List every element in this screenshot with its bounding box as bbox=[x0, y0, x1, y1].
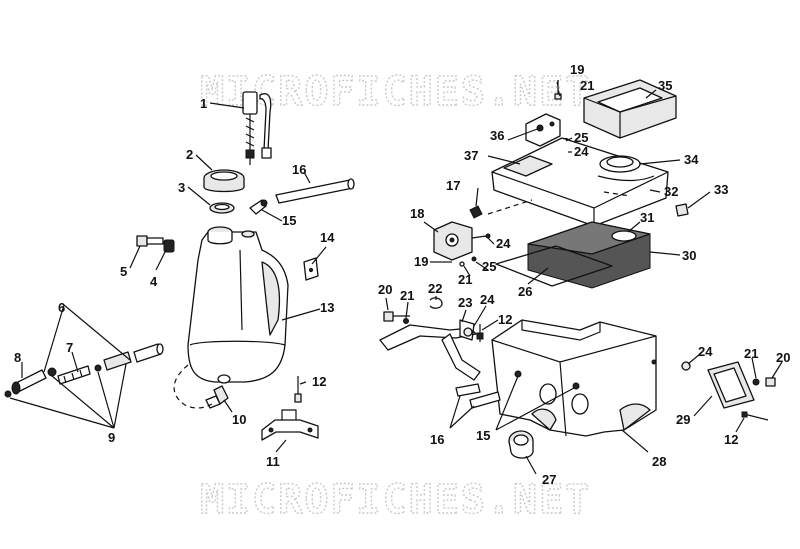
part-2-cap bbox=[203, 169, 245, 193]
part-28-airbox bbox=[491, 319, 657, 437]
callout-13: 13 bbox=[320, 300, 334, 315]
callout-37: 37 bbox=[464, 148, 478, 163]
callout-8: 8 bbox=[14, 350, 21, 365]
part-15-fitting-lower bbox=[514, 370, 580, 390]
callout-5: 5 bbox=[120, 264, 127, 279]
callout-24-c: 24 bbox=[480, 292, 495, 307]
part-20-bolt-right bbox=[765, 377, 776, 387]
leader-lines-left bbox=[9, 102, 327, 453]
callout-3: 3 bbox=[178, 180, 185, 195]
part-20-bolt-left bbox=[383, 311, 410, 322]
callout-30: 30 bbox=[682, 248, 696, 263]
part-12-screw-right bbox=[741, 411, 769, 421]
callout-6: 6 bbox=[58, 300, 65, 315]
dashed-line-lid bbox=[487, 199, 533, 215]
callout-28: 28 bbox=[652, 454, 666, 469]
callout-31: 31 bbox=[640, 210, 654, 225]
part-21-washer-valve bbox=[459, 261, 465, 267]
callout-27: 27 bbox=[542, 472, 556, 487]
part-7-filter bbox=[57, 365, 91, 385]
callout-24-a: 24 bbox=[574, 144, 589, 159]
callout-36: 36 bbox=[490, 128, 504, 143]
callout-9: 9 bbox=[108, 430, 115, 445]
callout-7: 7 bbox=[66, 340, 73, 355]
part-12-screw-tank bbox=[294, 376, 302, 403]
watermark-bottom: MICROFICHES.NET bbox=[200, 477, 591, 523]
callout-12-b: 12 bbox=[498, 312, 512, 327]
part-22-spring-clip bbox=[429, 297, 443, 309]
part-30-filter-element bbox=[527, 221, 651, 289]
leader-lines-right bbox=[385, 81, 783, 475]
callout-24-b: 24 bbox=[496, 236, 511, 251]
callout-16-a: 16 bbox=[292, 162, 306, 177]
part-5-bolt bbox=[136, 235, 164, 247]
callout-25-a: 25 bbox=[574, 130, 588, 145]
part-13-oil-tank bbox=[187, 226, 289, 384]
callout-12-c: 12 bbox=[724, 432, 738, 447]
part-3-gasket bbox=[209, 202, 235, 214]
callout-15-a: 15 bbox=[282, 213, 296, 228]
callout-23: 23 bbox=[458, 295, 472, 310]
part-1-sender-assembly bbox=[242, 91, 272, 165]
callout-24-d: 24 bbox=[698, 344, 713, 359]
callout-11: 11 bbox=[266, 454, 280, 469]
part-27-boot bbox=[508, 430, 534, 459]
callout-29: 29 bbox=[676, 412, 690, 427]
callout-19-a: 19 bbox=[570, 62, 584, 77]
callout-10: 10 bbox=[232, 412, 246, 427]
part-12-screw-mid bbox=[476, 324, 484, 342]
part-37-airbox-lid bbox=[491, 137, 669, 227]
callout-17: 17 bbox=[446, 178, 460, 193]
dashed-oil-line bbox=[173, 364, 213, 409]
part-16-hose bbox=[275, 178, 355, 204]
callout-14: 14 bbox=[320, 230, 335, 245]
callout-21-d: 21 bbox=[744, 346, 758, 361]
callout-1: 1 bbox=[200, 96, 207, 111]
part-25-washer-valve bbox=[471, 256, 477, 262]
part-10-elbow bbox=[205, 385, 229, 409]
callout-19-b: 19 bbox=[414, 254, 428, 269]
callout-21-b: 21 bbox=[458, 272, 472, 287]
part-11-bracket bbox=[261, 409, 319, 441]
part-21-washer-left bbox=[403, 318, 409, 324]
part-14-clip bbox=[303, 257, 319, 281]
callout-33: 33 bbox=[714, 182, 728, 197]
callout-16-b: 16 bbox=[430, 432, 444, 447]
part-19-screw-top bbox=[554, 80, 562, 100]
callout-32: 32 bbox=[664, 184, 678, 199]
part-29-cover-plate bbox=[707, 361, 755, 409]
part-35-foam bbox=[583, 79, 677, 139]
callout-4: 4 bbox=[150, 274, 158, 289]
callout-21-a: 21 bbox=[580, 78, 594, 93]
callout-12-a: 12 bbox=[312, 374, 326, 389]
callout-numbers: 1 2 3 4 5 6 7 8 9 10 11 12 13 14 15 16 1… bbox=[14, 62, 790, 487]
dashed-line-lid-2 bbox=[603, 191, 631, 197]
callout-25-b: 25 bbox=[482, 259, 496, 274]
part-16-hose-lower bbox=[455, 383, 501, 409]
callout-18: 18 bbox=[410, 206, 424, 221]
part-36-bracket bbox=[525, 113, 561, 147]
part-18-valve bbox=[433, 221, 491, 261]
part-4-nut bbox=[163, 239, 175, 253]
part-15-fitting bbox=[249, 199, 268, 215]
callout-20-a: 20 bbox=[378, 282, 392, 297]
part-8-connector bbox=[11, 369, 47, 395]
callout-15-b: 15 bbox=[476, 428, 490, 443]
callout-21-c: 21 bbox=[400, 288, 414, 303]
callout-26: 26 bbox=[518, 284, 532, 299]
callout-22: 22 bbox=[428, 281, 442, 296]
part-21-washer-right bbox=[752, 378, 760, 386]
part-26-plate bbox=[495, 245, 613, 287]
watermark-top: MICROFICHES.NET bbox=[200, 69, 591, 115]
callout-2: 2 bbox=[186, 147, 193, 162]
part-24-nut-mid bbox=[463, 327, 473, 337]
part-33-plug bbox=[675, 203, 689, 217]
callout-35: 35 bbox=[658, 78, 672, 93]
part-6-hose bbox=[103, 343, 164, 371]
part-17-clip bbox=[469, 205, 483, 219]
callout-20-b: 20 bbox=[776, 350, 790, 365]
callout-34: 34 bbox=[684, 152, 699, 167]
